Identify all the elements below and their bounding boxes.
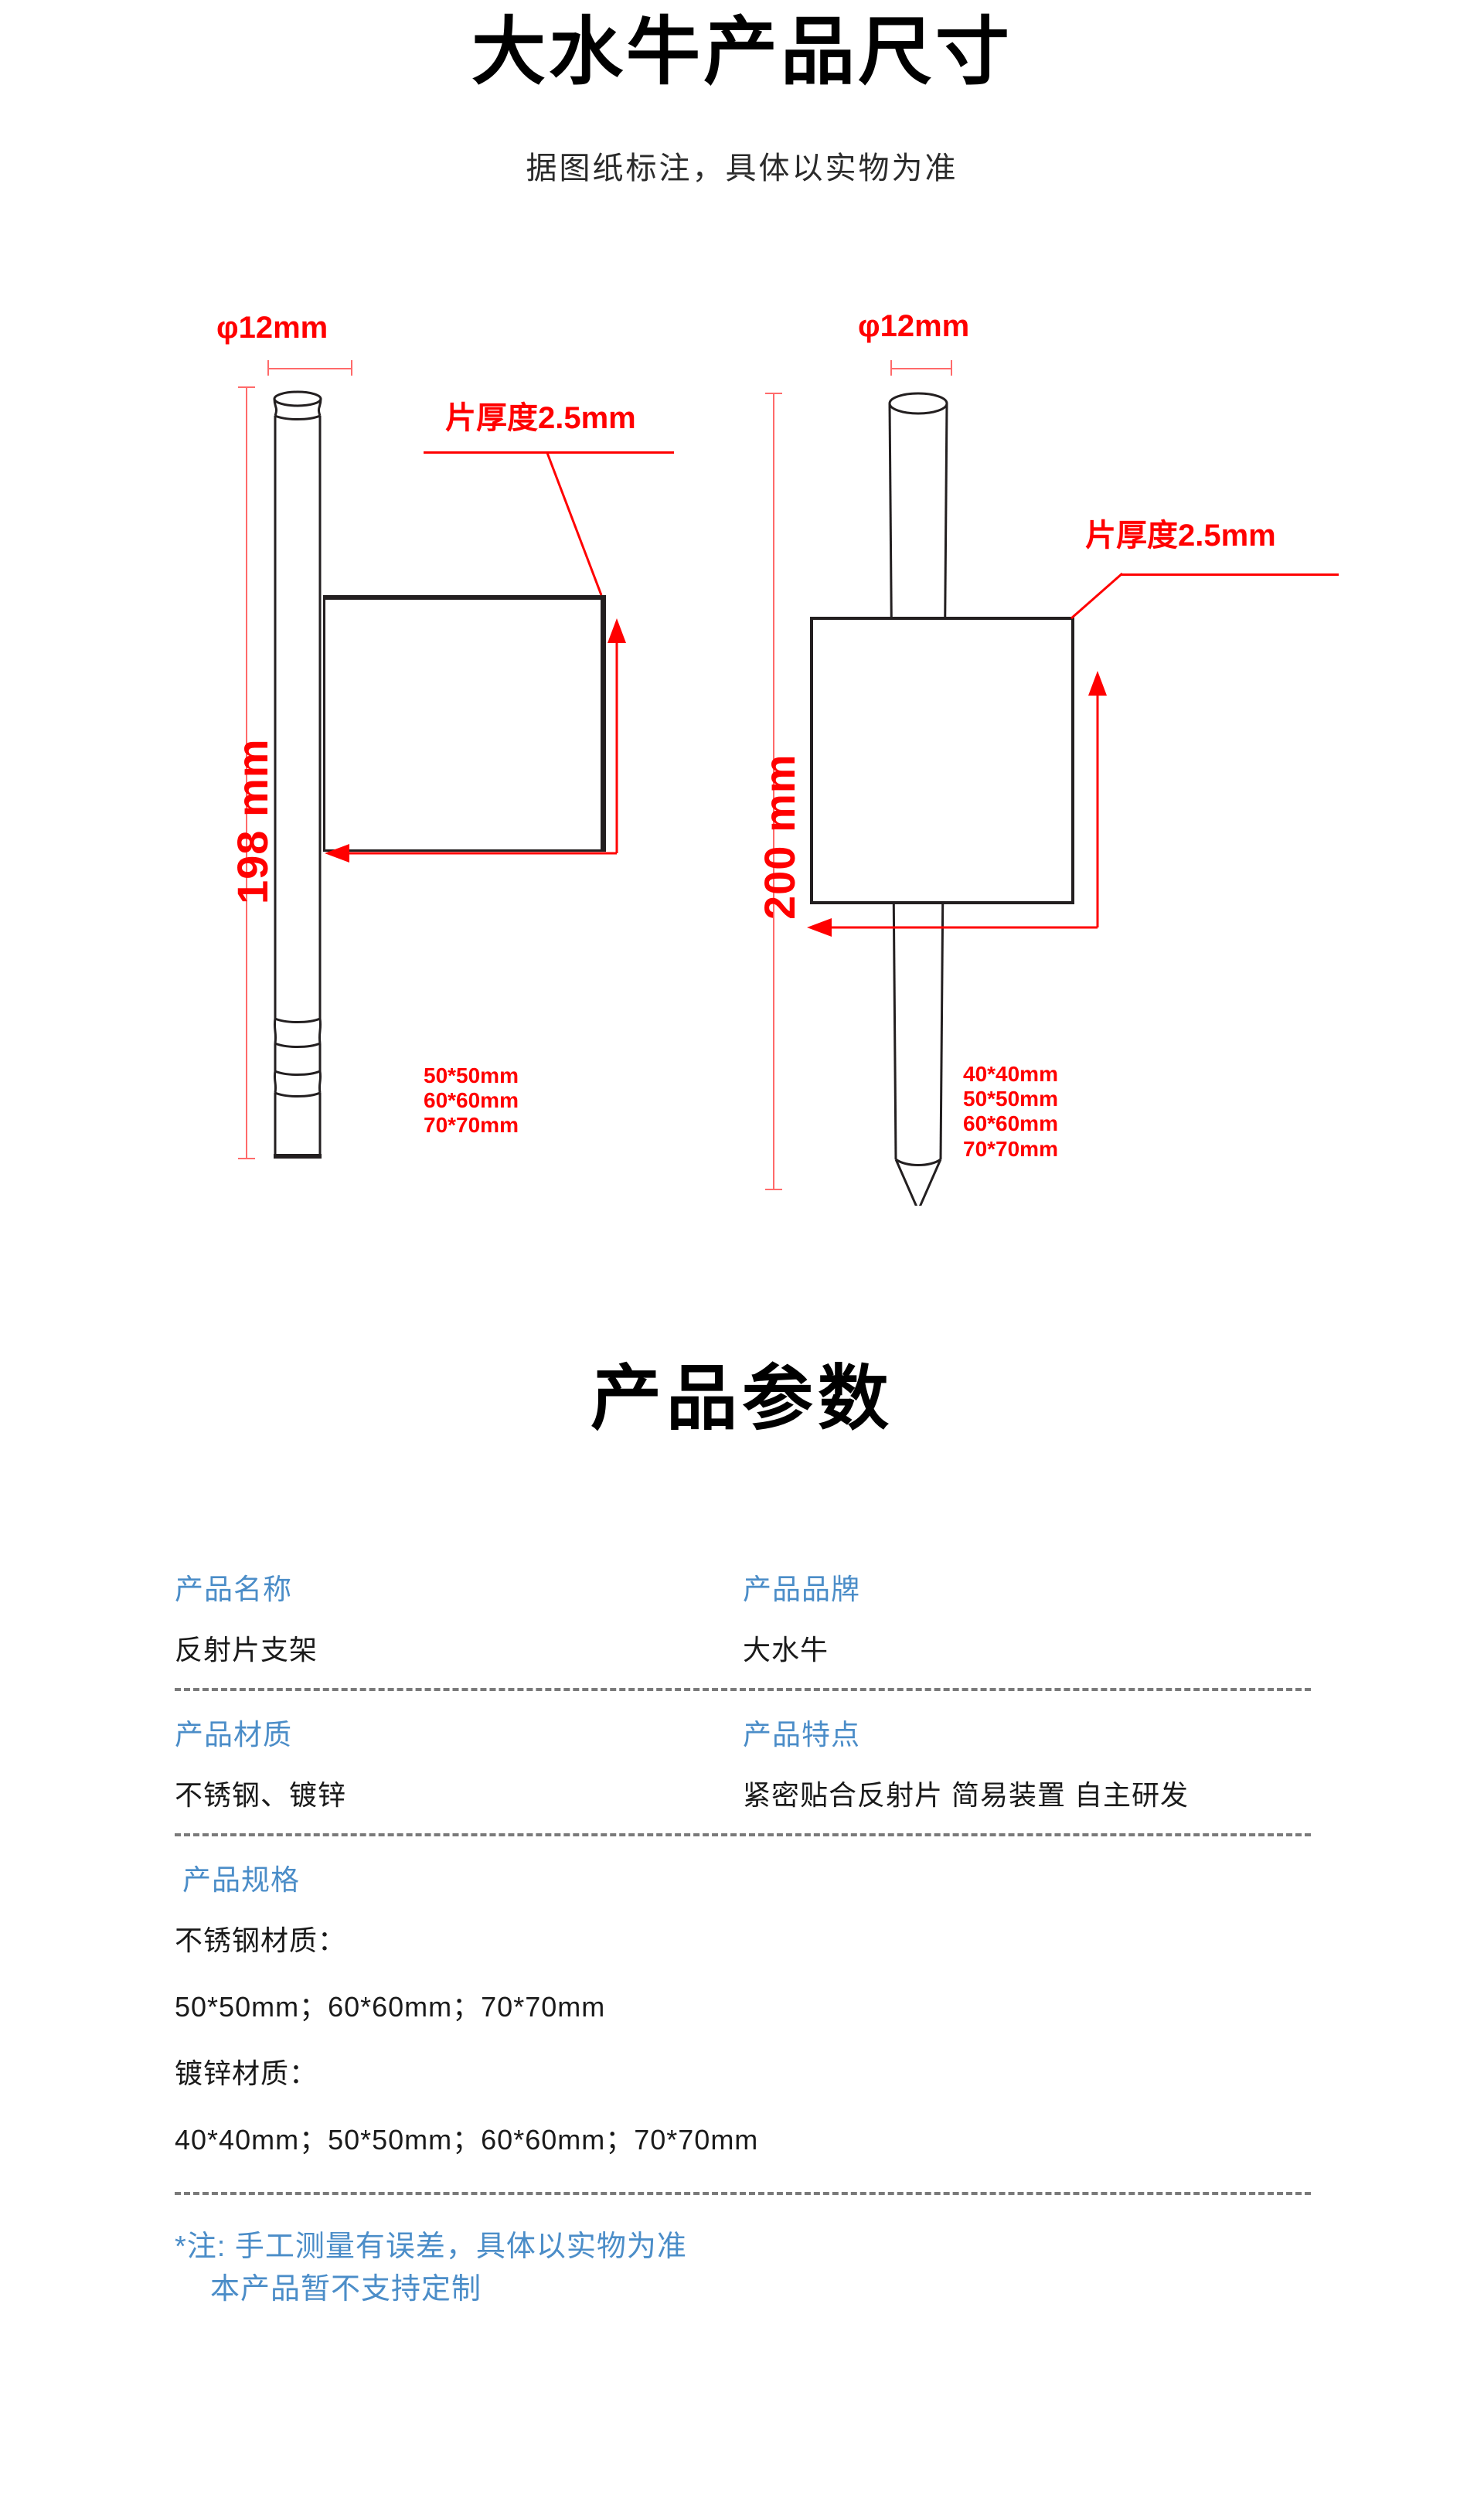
- param-label-product-features: 产品特点: [743, 1719, 860, 1751]
- param-label-product-spec: 产品规格: [182, 1864, 300, 1896]
- left-diameter-tick-end: [351, 360, 352, 376]
- right-plate-size-arrows: [807, 671, 1107, 937]
- left-length-tick-top: [238, 386, 255, 388]
- param-cell-name: 产品名称 反射片支架: [175, 1566, 743, 1668]
- param-cell-features: 产品特点 紧密贴合反射片 简易装置 自主研发: [743, 1711, 1284, 1813]
- left-plate-size-2: 70*70mm: [424, 1113, 519, 1138]
- right-thickness-leader-slant: [1070, 572, 1123, 620]
- left-rod-shape: [273, 390, 322, 1159]
- left-length-dim-line: [246, 386, 247, 1159]
- spec-line-2: 镀锌材质：: [175, 2057, 318, 2089]
- left-diameter-tick-start: [267, 360, 269, 376]
- right-plate-size-2: 60*60mm: [963, 1111, 1058, 1136]
- left-plate: [323, 595, 606, 852]
- footnote-line-1: *注: 手工测量有误差，具体以实物为准: [175, 2231, 687, 2263]
- page-title: 大水牛产品尺寸: [471, 11, 1013, 94]
- left-thickness-leader-h: [424, 451, 674, 454]
- left-thickness-leader-slant: [546, 452, 603, 596]
- param-label-product-name: 产品名称: [175, 1574, 292, 1605]
- footnote-line-2: 本产品暂不支持定制: [210, 2273, 482, 2306]
- spec-line-3: 40*40mm；50*50mm；60*60mm；70*70mm: [175, 2124, 759, 2156]
- param-label-product-material: 产品材质: [175, 1719, 292, 1751]
- right-thickness-leader-h: [1121, 573, 1339, 576]
- left-thickness-label: 片厚度2.5mm: [445, 401, 636, 435]
- param-value-product-features: 紧密贴合反射片 简易装置 自主研发: [743, 1779, 1190, 1811]
- page-subtitle: 据图纸标注，具体以实物为准: [526, 151, 958, 185]
- left-diameter-dim-line: [267, 368, 352, 369]
- row-divider: [175, 1833, 1311, 1836]
- param-value-product-name: 反射片支架: [175, 1634, 318, 1666]
- table-row: 产品材质 不锈钢、镀锌 产品特点 紧密贴合反射片 简易装置 自主研发: [175, 1711, 1311, 1856]
- right-diameter-tick-start: [890, 360, 892, 376]
- param-cell-material: 产品材质 不锈钢、镀锌: [175, 1711, 743, 1813]
- right-plate: [810, 617, 1074, 904]
- right-length-tick-bottom: [765, 1189, 782, 1190]
- footnote-block: *注: 手工测量有误差，具体以实物为准 本产品暂不支持定制: [175, 2215, 1311, 2331]
- right-plate-size-0: 40*40mm: [963, 1062, 1058, 1086]
- table-row: 产品名称 反射片支架 产品品牌 大水牛: [175, 1566, 1311, 1711]
- left-plate-size-0: 50*50mm: [424, 1063, 519, 1087]
- right-diameter-tick-end: [951, 360, 952, 376]
- spec-line-1: 50*50mm；60*60mm；70*70mm: [175, 1991, 606, 2023]
- right-plate-size-3: 70*70mm: [963, 1136, 1058, 1161]
- right-plate-sizes: 40*40mm 50*50mm 60*60mm 70*70mm: [963, 1062, 1058, 1162]
- right-diameter-label: φ12mm: [858, 309, 970, 343]
- row-divider: [175, 2192, 1311, 2195]
- params-table: 产品名称 反射片支架 产品品牌 大水牛 产品材质 不锈钢、镀锌 产品特点 紧密贴…: [175, 1566, 1311, 2331]
- right-plate-size-1: 50*50mm: [963, 1087, 1058, 1111]
- left-diameter-label: φ12mm: [216, 311, 328, 345]
- spec-line-0: 不锈钢材质：: [175, 1924, 347, 1956]
- dimension-drawings: φ12mm 198 mm: [0, 255, 1484, 1275]
- table-row-spec: 产品规格 不锈钢材质： 50*50mm；60*60mm；70*70mm 镀锌材质…: [175, 1856, 1311, 2215]
- param-label-product-brand: 产品品牌: [743, 1574, 860, 1605]
- right-length-tick-top: [765, 393, 782, 394]
- params-heading: 产品参数: [590, 1359, 893, 1438]
- left-plate-sizes: 50*50mm 60*60mm 70*70mm: [424, 1063, 519, 1138]
- param-value-product-brand: 大水牛: [743, 1634, 829, 1666]
- param-cell-brand: 产品品牌 大水牛: [743, 1566, 1284, 1668]
- right-length-dim-line: [773, 393, 774, 1190]
- row-divider: [175, 1688, 1311, 1691]
- right-diameter-dim-line: [890, 368, 952, 369]
- left-plate-size-1: 60*60mm: [424, 1088, 519, 1113]
- right-thickness-label: 片厚度2.5mm: [1085, 519, 1276, 553]
- param-value-product-material: 不锈钢、镀锌: [175, 1779, 347, 1811]
- left-length-tick-bottom: [238, 1158, 255, 1159]
- left-plate-size-arrows: [325, 618, 626, 863]
